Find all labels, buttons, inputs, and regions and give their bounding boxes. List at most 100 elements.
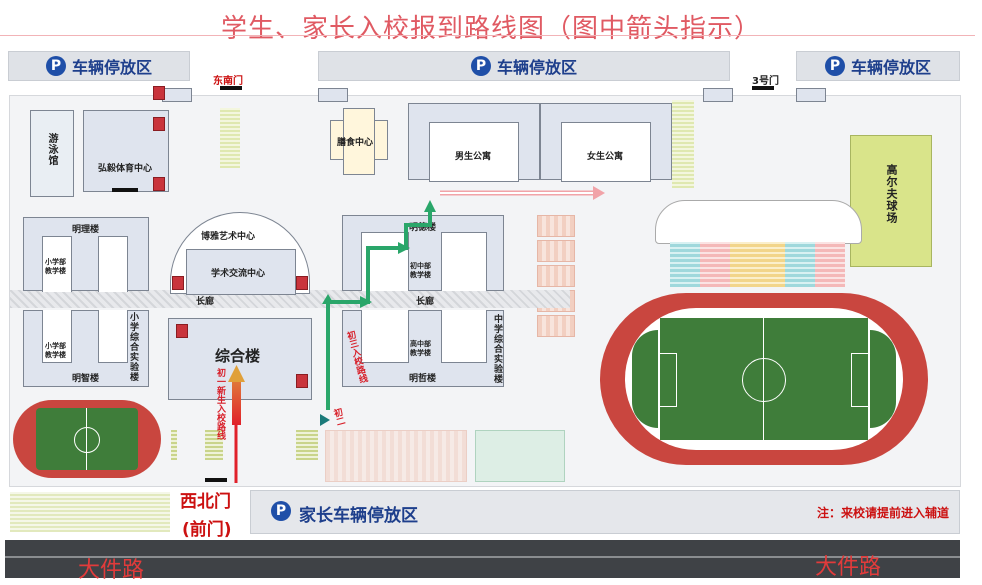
route-arrowhead	[593, 186, 605, 200]
sign-icon	[172, 276, 184, 290]
road-label-left: 大件路	[78, 558, 145, 583]
parking-icon: P	[271, 501, 291, 521]
parking-label: 车辆停放区	[850, 58, 931, 77]
route-arrowhead	[424, 200, 436, 212]
basketball-court	[537, 215, 575, 237]
route-arrowhead	[322, 294, 334, 304]
green-strip	[220, 108, 240, 168]
route-arrowhead	[398, 242, 410, 254]
guard-box	[796, 88, 826, 102]
courtyard	[42, 310, 72, 363]
basketball-court	[537, 315, 575, 337]
golf-label: 高尔夫球场	[885, 164, 898, 224]
basketball-court	[537, 265, 575, 287]
road-divider	[5, 556, 960, 558]
sports-label: 弘毅体育中心	[98, 164, 153, 174]
stand-section	[730, 242, 785, 287]
gate-3: 3号门	[752, 76, 779, 87]
basketball-court	[537, 240, 575, 262]
corridor-label-right: 长廊	[416, 297, 435, 307]
girls-dorm-label: 女生公寓	[587, 152, 624, 162]
track-end-field	[632, 330, 658, 428]
boys-dorm-label: 男生公寓	[455, 152, 492, 162]
dorm-courtyard	[561, 122, 651, 182]
gate-bar	[752, 86, 774, 90]
route-stairs	[326, 210, 432, 410]
mingzhi-label: 明智楼	[72, 374, 100, 384]
green-strip	[205, 430, 223, 460]
sign-icon	[296, 374, 308, 388]
main-road	[5, 540, 960, 578]
gate-southeast: 东南门	[213, 76, 243, 87]
canteen-label: 膳食中心	[337, 138, 374, 148]
courtyard	[42, 236, 72, 292]
guard-box	[703, 88, 733, 102]
title-underline	[0, 35, 975, 36]
green-strip	[10, 492, 170, 532]
corridor-band	[10, 290, 570, 308]
parking-icon: P	[470, 56, 491, 76]
field-center-circle	[742, 358, 786, 402]
mingzhe-label: 明哲楼	[409, 374, 437, 384]
canteen-wing	[343, 108, 375, 175]
guard-box	[318, 88, 348, 102]
mingzhi-building: 明智楼	[23, 310, 149, 387]
field-center-circle	[74, 427, 100, 453]
stand-section	[670, 242, 700, 287]
sign-icon	[153, 177, 165, 191]
green-strip	[296, 430, 318, 460]
parking-area-right: P 车辆停放区	[796, 51, 960, 81]
route-label-new-student: 初一新生入校路线	[215, 368, 225, 440]
courtyard	[98, 236, 128, 292]
gate-northwest-sub: (前门)	[182, 520, 232, 540]
map-title: 学生、家长入校报到路线图（图中箭头指示）	[220, 14, 761, 44]
zonghe-label: 综合楼	[215, 347, 261, 365]
sign-icon	[153, 117, 165, 131]
mingzhe-building: 明哲楼	[342, 310, 504, 387]
courtyard	[98, 310, 128, 363]
mingli-label: 明理楼	[72, 225, 100, 235]
swimming-pool: 游泳馆	[30, 110, 74, 197]
goal-box	[851, 353, 868, 407]
gate-bar	[205, 478, 227, 482]
parking-icon: P	[824, 56, 845, 76]
route-arrowhead	[360, 296, 372, 308]
parking-area-center: P 车辆停放区	[318, 51, 730, 81]
route-arrowhead	[320, 414, 330, 426]
primary-teaching-label-1: 小学部教学楼	[45, 258, 66, 275]
parking-label: 车辆停放区	[496, 58, 577, 77]
sign-icon	[296, 276, 308, 290]
primary-lab-label: 小学综合实验楼	[128, 312, 138, 382]
courtyard	[441, 232, 487, 291]
junior-teaching-label: 初中部教学楼	[410, 262, 431, 279]
goal-box	[660, 353, 677, 407]
parent-parking-label: 家长车辆停放区	[299, 506, 418, 526]
dorm-courtyard	[429, 122, 519, 182]
green-strip	[672, 100, 694, 188]
mingli-building: 明理楼	[23, 217, 149, 292]
stand-section	[815, 242, 845, 287]
parking-label: 车辆停放区	[71, 58, 152, 77]
gate-northwest: 西北门	[180, 492, 231, 512]
corridor-label-left: 长廊	[196, 297, 215, 307]
mingde-label: 明德楼	[409, 223, 437, 233]
stand-section	[700, 242, 730, 287]
girls-dorm: 女生公寓	[540, 103, 672, 182]
sign-icon	[153, 86, 165, 100]
senior-teaching-label: 高中部教学楼	[410, 340, 431, 357]
entrance-bar	[112, 188, 138, 192]
green-strip	[171, 430, 177, 460]
gate-bar	[220, 86, 242, 90]
small-football-field	[36, 408, 138, 470]
golf-course: 高尔夫球场	[850, 135, 932, 267]
parking-icon: P	[45, 56, 66, 76]
tennis-court	[475, 430, 565, 482]
route-arrowhead	[228, 365, 245, 382]
academic-label: 学术交流中心	[211, 269, 266, 279]
primary-teaching-label-2: 小学部教学楼	[45, 342, 66, 359]
sign-icon	[176, 324, 188, 338]
notice-text: 注：来校请提前进入辅道	[816, 506, 949, 520]
courtyard	[441, 310, 487, 363]
stand-section	[785, 242, 815, 287]
